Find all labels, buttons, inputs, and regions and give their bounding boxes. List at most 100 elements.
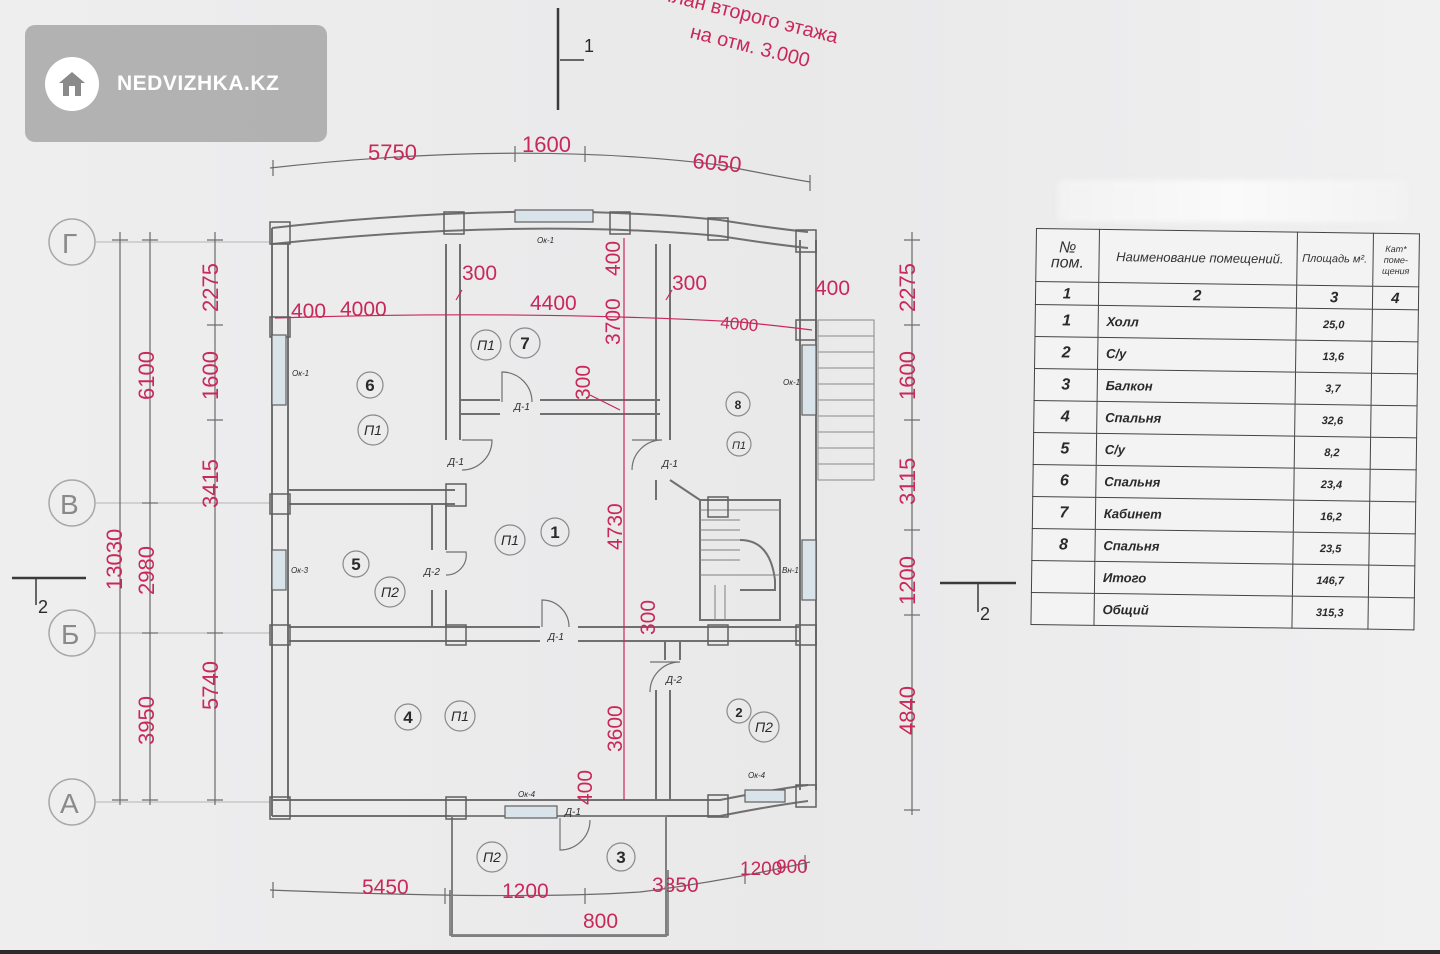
cell-room-category [1369,437,1417,470]
right-dimension-lines [904,232,920,815]
door-label-3: Д-1 [661,459,678,470]
cell-room-number: 1 [1034,304,1099,338]
dim-right-1600: 1600 [895,351,920,400]
door-label-5: Д-1 [564,807,581,818]
cell-room-number [1031,560,1095,594]
room-number-7: 7 [520,334,529,353]
watermark-badge: NEDVIZHKA.KZ [25,25,327,142]
table-header-row: № пом. Наименование помещений. Площадь м… [1035,228,1420,287]
dim-int-3700: 3700 [602,298,625,345]
th-room-category: Кат* поме-щения [1372,233,1420,287]
door-label-6: Д-2 [423,567,440,578]
dim-top-1600: 1600 [522,132,571,157]
door-labels: Д-1 Д-1 Д-1 Д-1 Д-1 Д-2 Д-2 [423,402,682,818]
table-index-cell: 1 [1035,281,1099,306]
section-mark-left-label: 2 [38,597,48,617]
cell-room-number: 7 [1032,496,1096,530]
cell-room-area: 25,0 [1295,308,1372,342]
room-number-4: 4 [403,708,413,727]
dim-left-2980: 2980 [134,546,159,595]
room-finish-8: П1 [732,440,746,452]
door-label-7: Д-2 [665,675,682,686]
cell-room-area: 3,7 [1294,372,1372,406]
window-labels: Ок-1 Ок-1 Ок-1 Ок-3 Ок-4 Вн-1 Ок-4 [291,236,800,799]
axis-label-b: Б [61,619,79,650]
window-label-5: Ок-4 [518,790,536,799]
cell-room-category [1371,309,1419,342]
dim-left-3950: 3950 [134,696,159,745]
cell-room-category [1370,405,1418,438]
axis-label-v: В [60,489,79,520]
cell-room-number: 6 [1032,464,1097,498]
room-finish-2: П2 [755,719,773,735]
dim-left-1600: 1600 [198,351,223,400]
watermark-text: NEDVIZHKA.KZ [117,71,280,95]
section-mark-top: 1 [556,8,594,110]
section-mark-top-label: 1 [584,36,594,56]
cell-room-number: 8 [1031,528,1096,562]
dim-bottom-5450: 5450 [362,876,409,899]
exterior-stair [817,319,875,481]
cell-room-area: 13,6 [1295,340,1372,374]
cell-room-category [1367,565,1415,598]
window-label-7: Ок-4 [748,771,766,780]
dim-bottom-900: 900 [776,857,808,878]
windows [271,209,817,819]
room-finish-3: П2 [483,849,501,865]
top-dimension-line [269,146,811,191]
dim-left-total: 13030 [102,529,127,590]
window-label-2: Ок-1 [292,369,309,378]
cell-room-area: 16,2 [1292,500,1370,534]
window-label-4: Ок-3 [291,566,309,575]
cell-room-number [1030,592,1095,626]
plan-title: План второго этажа на отм. 3.000 [656,0,841,72]
window-label-1: Ок-1 [537,236,554,245]
cell-room-name: Итого [1094,561,1293,597]
dim-int-300a: 300 [462,262,497,285]
cell-room-name: Спальня [1094,529,1293,565]
room-finish-5: П2 [381,584,399,600]
right-dimension-values: 2275 1600 3115 1200 4840 [895,263,920,735]
dim-int-400d: 400 [574,770,597,805]
room-schedule-table: № пом. Наименование помещений. Площадь м… [1030,228,1420,631]
dim-int-300d: 300 [637,600,660,635]
dim-top-6050: 6050 [692,148,743,177]
table-index-cell: 2 [1098,282,1297,309]
cell-room-area: 32,6 [1294,404,1371,438]
columns [269,211,817,820]
dim-int-400c: 400 [602,241,625,276]
room-number-8: 8 [735,398,742,412]
dim-int-4000a: 4000 [340,298,387,321]
cell-room-name: С/у [1097,337,1296,373]
cell-room-category [1368,501,1416,534]
cell-room-category [1370,373,1418,406]
room-finish-codes: П1 П2 П2 П1 П2 П1 П1 П1 [364,337,773,865]
room-number-1: 1 [550,523,559,542]
cell-room-category [1369,469,1417,502]
dim-int-3600: 3600 [604,705,627,752]
dim-int-4400: 4400 [530,292,577,315]
axis-label-g: Г [62,228,77,259]
cell-room-number: 4 [1033,400,1097,434]
dim-left-5740: 5740 [198,661,223,710]
interior-dimension-lines [274,238,813,800]
dim-bottom-800: 800 [583,910,618,933]
room-finish-1: П1 [501,532,519,548]
dim-int-300c: 300 [572,365,595,400]
dim-bottom-3850: 3850 [652,874,699,897]
dim-right-4840: 4840 [895,686,920,735]
cell-room-name: Балкон [1096,369,1296,405]
cell-room-category [1367,597,1415,630]
door-swings [445,371,681,851]
dim-int-400a: 400 [291,300,326,323]
dim-left-3415: 3415 [198,459,223,508]
axis-bubbles [48,218,96,826]
room-number-3: 3 [616,848,625,867]
section-mark-right: 2 [940,581,1016,624]
